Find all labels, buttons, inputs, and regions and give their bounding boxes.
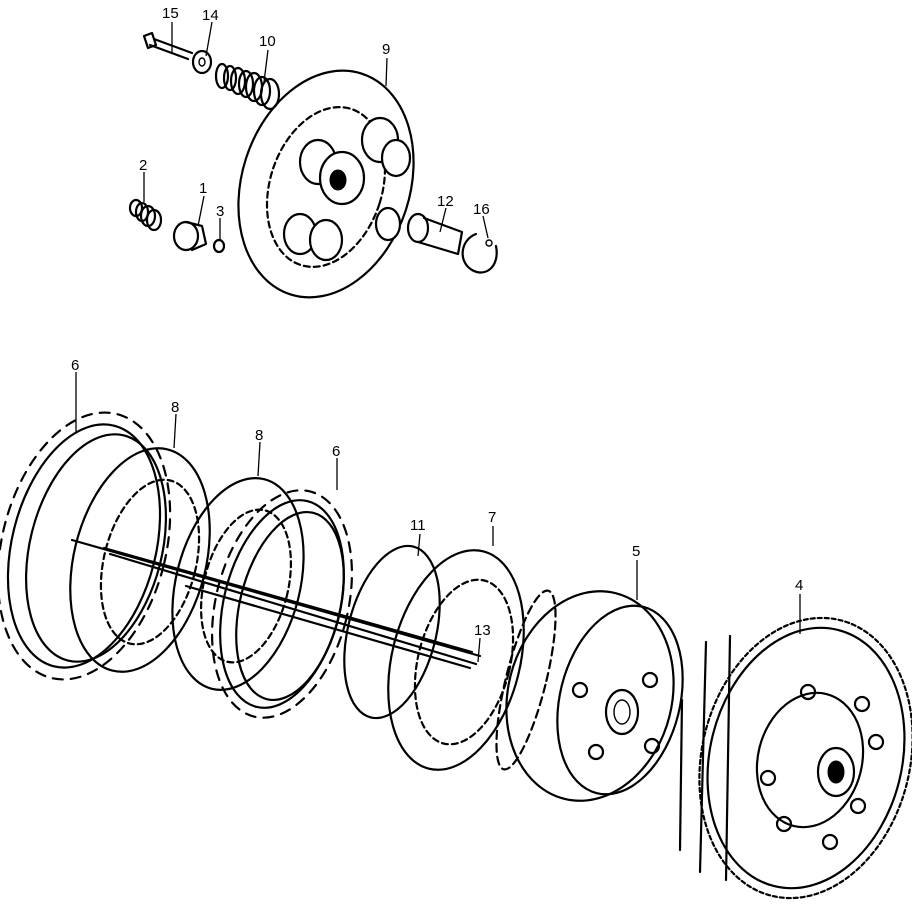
leader-lines [75,21,801,663]
callout-13: 13 [474,622,491,639]
ball-3 [212,238,226,254]
callout-1: 1 [199,180,207,197]
callout-6-left: 6 [71,357,79,374]
lifter-rod-12 [406,212,464,256]
callout-3: 3 [216,203,224,220]
clutch-outer-4 [678,616,912,900]
callout-2: 2 [139,157,147,174]
callout-7: 7 [488,509,496,526]
callout-15: 15 [162,5,179,22]
callout-14: 14 [202,7,219,24]
callout-10: 10 [259,33,276,50]
lifter-piece-1 [172,220,208,252]
callout-11: 11 [410,517,426,534]
friction-disc-6-left [0,411,172,681]
pressure-plate-9 [237,69,415,299]
callout-4: 4 [795,577,803,594]
clutch-plate-7 [387,549,525,771]
lifter-spring-2 [128,198,163,232]
clutch-spring-10 [214,62,281,111]
bolt-15 [142,31,194,61]
callout-8-right: 8 [255,427,263,444]
callout-6-right: 6 [332,443,340,460]
callout-5: 5 [632,543,640,560]
washer-14 [191,49,213,75]
callout-8-left: 8 [171,399,179,416]
callout-16: 16 [473,201,490,218]
circlip-16 [461,232,498,274]
guide-pins-13 [70,538,482,670]
callout-12: 12 [437,193,454,210]
friction-disc-6-right [210,489,354,719]
callout-9: 9 [382,41,390,58]
clutch-center-5 [495,589,684,802]
